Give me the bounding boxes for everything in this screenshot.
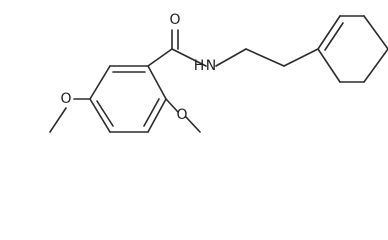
structure-diagram: O N H O O [49, 12, 388, 133]
methoxy-oxygen-right-label: O [176, 107, 187, 123]
carbonyl-group [147, 29, 179, 67]
carbonyl-oxygen-label: O [169, 12, 180, 28]
amide-nitrogen-label: N [206, 58, 216, 74]
amide-hydrogen-label: H [194, 58, 205, 74]
methoxy-left [49, 98, 91, 133]
molecule-drawing: O N H O O [49, 12, 388, 133]
benzene-ring [89, 65, 167, 133]
amide-linker [171, 48, 319, 67]
methoxy-oxygen-left-label: O [60, 91, 71, 107]
methoxy-right [165, 98, 201, 133]
cyclohexene-ring [317, 15, 388, 83]
